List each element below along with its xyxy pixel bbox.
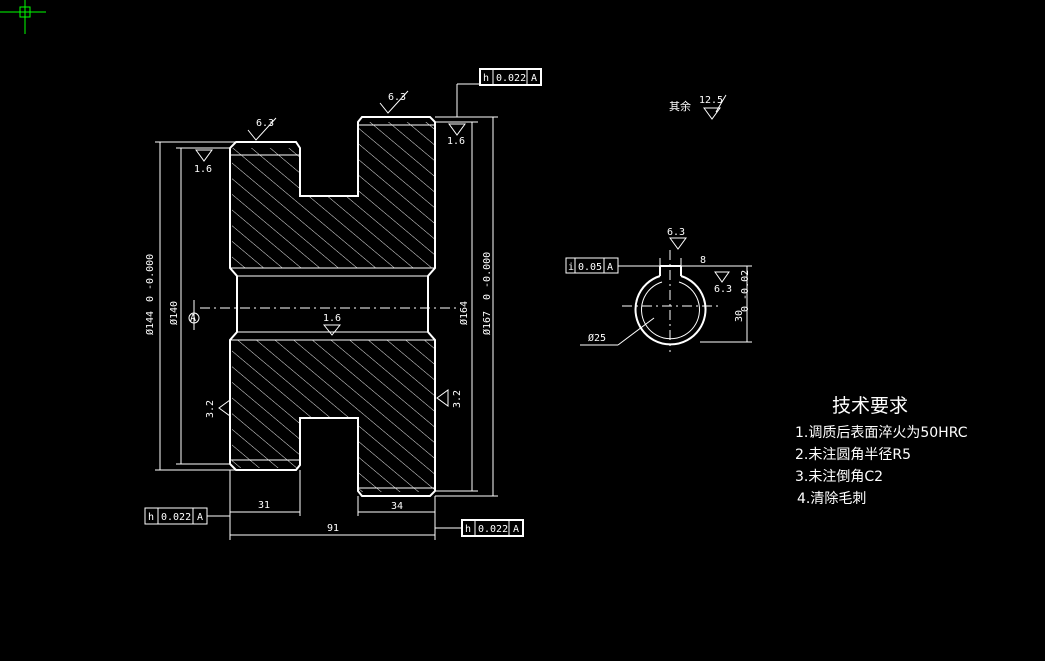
- roughness-rest-label: 其余: [669, 99, 691, 113]
- dim-d144-tol: 0 -0.000: [145, 254, 156, 302]
- tech-req-title: 技术要求: [832, 395, 908, 417]
- tech-req-item: 1.调质后表面淬火为50HRC: [795, 425, 968, 441]
- roughness-key-side: 6.3: [714, 284, 732, 295]
- dim-key-depth: 30: [734, 310, 745, 322]
- frame-datum: A: [513, 524, 519, 535]
- roughness-bore: 1.6: [323, 313, 341, 324]
- dim-w91: 91: [327, 523, 339, 534]
- tolerance-frame-top-right: h 0.022 A: [479, 68, 542, 86]
- frame-symbol: i: [568, 262, 574, 273]
- roughness-left-inner: 1.6: [194, 164, 212, 175]
- frame-value: 0.05: [578, 262, 602, 273]
- frame-datum: A: [197, 512, 203, 523]
- tolerance-frame-keyway: i 0.05 A: [565, 257, 660, 274]
- dim-w34: 34: [391, 501, 403, 512]
- technical-requirements: 技术要求 1.调质后表面淬火为50HRC 2.未注圆角半径R5 3.未注倒角C2…: [795, 395, 968, 507]
- cad-cursor: [0, 0, 46, 34]
- roughness-left-lower: 3.2: [205, 400, 216, 418]
- keyway-view: [580, 237, 752, 352]
- roughness-right-lower: 3.2: [452, 390, 463, 408]
- frame-value: 0.022: [478, 524, 508, 535]
- tolerance-frame-bottom-right: h 0.022 A: [461, 519, 524, 537]
- dim-d167-tol: 0 -0.000: [482, 252, 493, 300]
- frame-symbol: h: [483, 73, 489, 84]
- tech-req-item: 4.清除毛刺: [797, 491, 866, 507]
- roughness-right-top: 1.6: [447, 136, 465, 147]
- roughness-top-left: 6.3: [256, 118, 274, 129]
- frame-datum: A: [607, 262, 613, 273]
- dim-key-depth-tol: 0 -0.02: [740, 270, 751, 312]
- roughness-key-top: 6.3: [667, 227, 685, 238]
- roughness-top-center: 6.3: [388, 92, 406, 103]
- datum-a-label: A: [190, 313, 196, 324]
- dim-d144: Ø144: [144, 311, 156, 335]
- dim-key-width: 8: [700, 255, 706, 266]
- dim-w31: 31: [258, 500, 270, 511]
- dim-d167: Ø167: [481, 311, 493, 335]
- frame-value: 0.022: [161, 512, 191, 523]
- dimension-lines: [155, 83, 498, 540]
- gear-section-view: [200, 116, 460, 497]
- roughness-symbols: [195, 90, 727, 417]
- dim-bore-dia: Ø25: [588, 332, 606, 344]
- frame-datum: A: [531, 73, 537, 84]
- dim-d164: Ø164: [458, 301, 470, 325]
- roughness-rest-value: 12.5: [699, 95, 723, 106]
- tech-req-item: 2.未注圆角半径R5: [795, 447, 911, 463]
- tech-req-item: 3.未注倒角C2: [795, 469, 883, 485]
- tolerance-frame-bottom-left: h 0.022 A: [144, 507, 208, 525]
- frame-symbol: h: [465, 524, 471, 535]
- dim-d140: Ø140: [168, 301, 180, 325]
- frame-symbol: h: [148, 512, 154, 523]
- frame-value: 0.022: [496, 73, 526, 84]
